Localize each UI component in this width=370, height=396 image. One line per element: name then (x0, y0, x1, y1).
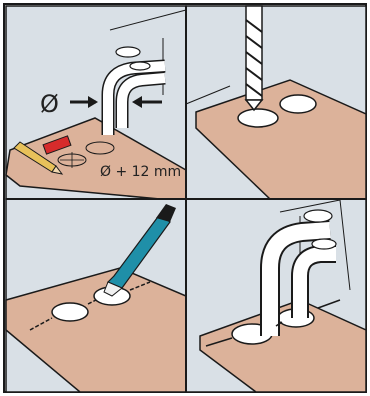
panel-3-cut-board (6, 199, 186, 392)
panel-2-drill-holes (186, 6, 366, 199)
panel-1-measure-and-mark: Ø Ø + 12 mm (6, 6, 186, 199)
panel-4-fit-around-pipes (186, 199, 366, 392)
drilled-hole (280, 95, 316, 113)
drill-bit-icon (246, 6, 262, 110)
diameter-symbol: Ø (40, 90, 59, 118)
clearance-label: Ø + 12 mm (100, 164, 181, 180)
drilled-hole (52, 303, 88, 321)
drilled-hole (238, 109, 278, 127)
